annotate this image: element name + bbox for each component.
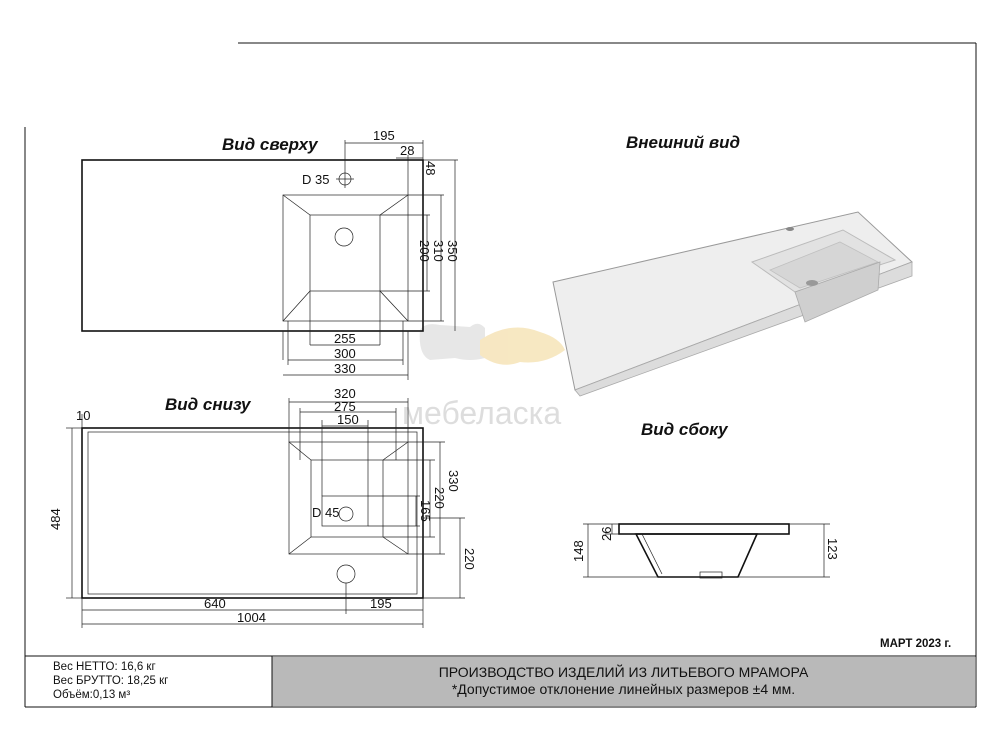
watermark-text: мебеласка — [402, 395, 561, 431]
dimension-label: 28 — [400, 143, 414, 158]
dimension-label: 195 — [373, 128, 395, 143]
dimension-label: D 45 — [312, 505, 339, 520]
dimension-label: 350 — [445, 240, 460, 262]
bottom-drain-hole — [338, 506, 354, 522]
bottom-tap-hole — [336, 564, 356, 584]
bottom-view-outline — [81, 427, 424, 599]
dimension-label: 148 — [571, 540, 586, 562]
dimension-label: 220 — [432, 487, 447, 509]
dimension-label: 320 — [334, 386, 356, 401]
top-view-outline — [81, 159, 424, 332]
drawing-date: МАРТ 2023 г. — [880, 638, 952, 650]
external-view-title: Внешний вид — [626, 133, 740, 152]
dimension-label: 330 — [334, 361, 356, 376]
gross-weight: Вес БРУТТО: 18,25 кг — [53, 675, 169, 687]
dimension-label: 123 — [825, 538, 840, 560]
tolerance-note: *Допустимое отклонение линейных размеров… — [451, 681, 796, 697]
side-view: Вид сбоку 26 148 123 — [571, 420, 840, 579]
volume: Объём:0,13 м³ — [53, 689, 131, 701]
dimension-label: 48 — [423, 161, 438, 175]
dimension-label: 10 — [76, 408, 90, 423]
top-drain-hole — [334, 227, 354, 247]
dimension-label: D 35 — [302, 172, 329, 187]
dimension-label: 310 — [431, 240, 446, 262]
net-weight: Вес НЕТТО: 16,6 кг — [53, 661, 156, 673]
production-note: ПРОИЗВОДСТВО ИЗДЕЛИЙ ИЗ ЛИТЬЕВОГО МРАМОР… — [272, 664, 975, 698]
footer-band — [272, 657, 975, 706]
side-view-title: Вид сбоку — [641, 420, 729, 439]
dimension-label: 200 — [417, 240, 432, 262]
drawing-frame — [24, 42, 977, 708]
dimension-label: 26 — [599, 527, 614, 541]
dimension-label: 150 — [337, 412, 359, 427]
top-view: Вид сверху 195 28 D 35 48 350 310 200 — [81, 128, 460, 380]
bottom-bowl-inner — [310, 459, 384, 538]
top-bowl-outer — [282, 194, 409, 322]
dimension-label: 165 — [418, 500, 433, 522]
dimension-label: 1004 — [237, 610, 266, 625]
dimension-label: 300 — [334, 346, 356, 361]
dimension-label: 220 — [462, 548, 477, 570]
dimension-label: 275 — [334, 399, 356, 414]
external-view: Внешний вид — [552, 133, 913, 397]
top-bowl-inner — [309, 214, 381, 292]
dimension-label: 484 — [48, 508, 63, 530]
top-view-title: Вид сверху — [222, 135, 319, 154]
production-title: ПРОИЗВОДСТВО ИЗДЕЛИЙ ИЗ ЛИТЬЕВОГО МРАМОР… — [438, 664, 809, 680]
bottom-view: Вид снизу D 45 320 275 150 10 484 — [48, 386, 477, 628]
bottom-view-title: Вид снизу — [165, 395, 252, 414]
dimension-label: 195 — [370, 596, 392, 611]
dimension-label: 640 — [204, 596, 226, 611]
weight-block: Вес НЕТТО: 16,6 кг Вес БРУТТО: 18,25 кг … — [53, 660, 168, 702]
dimension-label: 255 — [334, 331, 356, 346]
dimension-label: 330 — [446, 470, 461, 492]
bottom-bowl-outer — [288, 441, 409, 555]
watermark-logo: мебеласка — [402, 323, 565, 431]
